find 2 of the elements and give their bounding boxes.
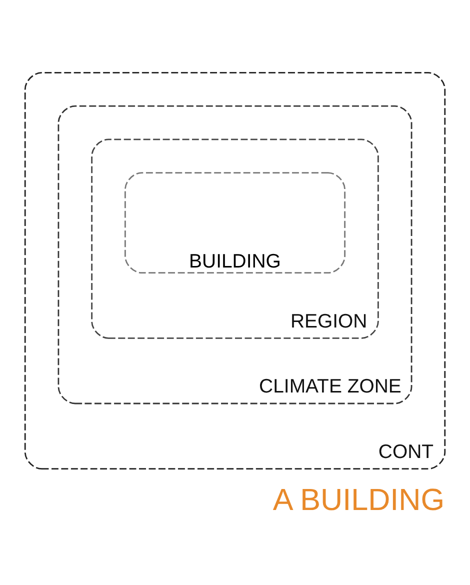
node-box: BUILDING [124,172,346,274]
diagram-title: A BUILDING [272,482,445,516]
